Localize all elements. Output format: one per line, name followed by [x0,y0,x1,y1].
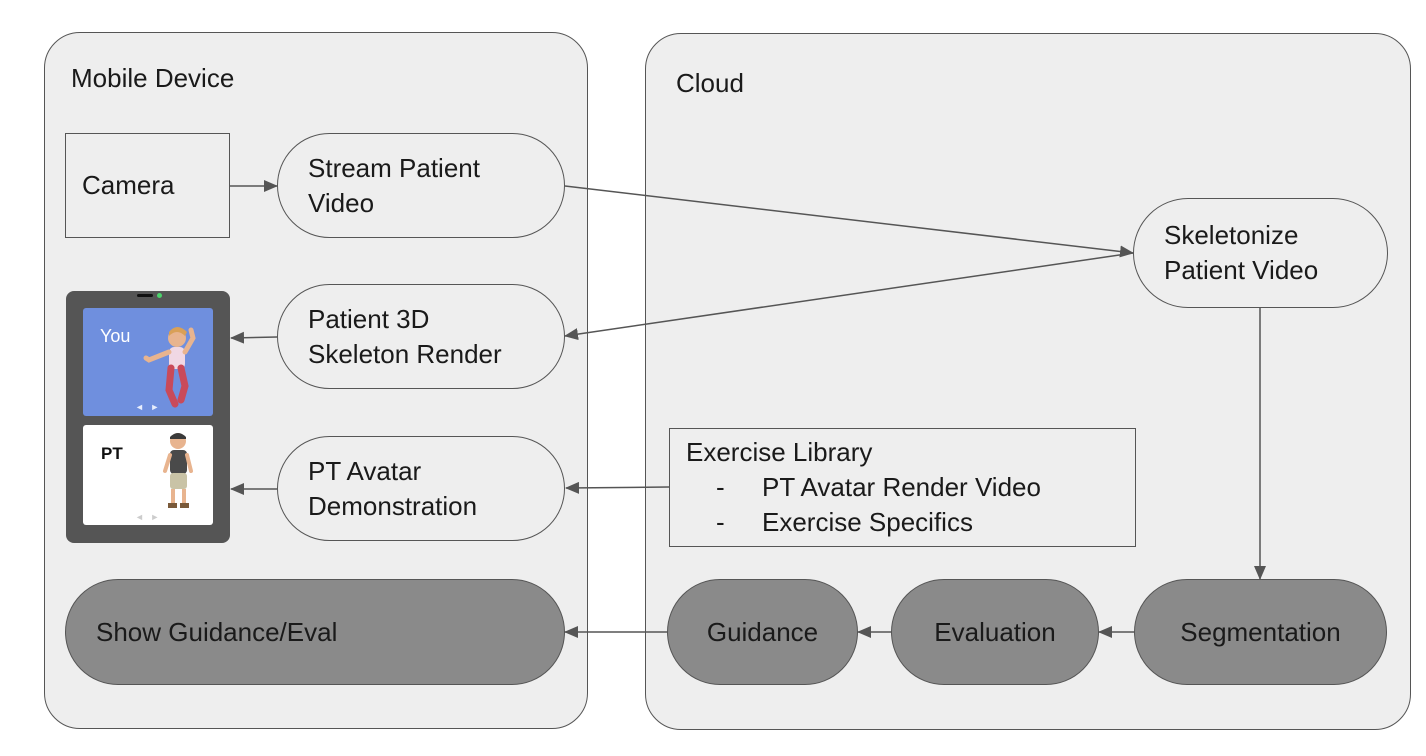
stream-label-line1: Stream Patient [308,152,480,183]
segmentation-node: Segmentation [1134,579,1387,685]
patient-3d-skeleton-render-node: Patient 3D Skeleton Render [277,284,565,389]
evaluation-label: Evaluation [934,616,1056,647]
camera-led-icon [157,293,162,298]
bullet-dash: - [716,507,725,537]
guidance-node: Guidance [667,579,858,685]
carousel-nav-icon: ◄ ► [135,512,162,522]
exercise-library-title: Exercise Library [686,437,873,467]
mobile-device-title: Mobile Device [71,63,235,93]
pt-avatar-figure-icon [163,433,193,508]
segmentation-label: Segmentation [1180,616,1341,647]
avatar-label-line2: Demonstration [308,490,478,521]
camera-node: Camera [65,133,230,238]
skeletonize-label-line1: Skeletonize [1164,220,1299,250]
patient-avatar-figure-icon [143,327,196,408]
exercise-library-item: - Exercise Specifics [686,505,1135,540]
exercise-library-node: Exercise Library - PT Avatar Render Vide… [669,428,1136,547]
avatar-label-line1: PT Avatar [308,455,422,486]
exercise-library-item-label: PT Avatar Render Video [762,472,1041,502]
exercise-library-item-label: Exercise Specifics [762,507,973,537]
stream-label-line2: Video [308,187,375,218]
arrow-stream-to-skeletonize [564,185,1134,258]
arrow-library-to-avatar [565,481,670,494]
pt-label: PT [101,444,123,463]
stream-patient-video-node: Stream Patient Video [277,133,565,238]
show-guidance-eval-node: Show Guidance/Eval [65,579,565,685]
camera-label: Camera [82,170,175,200]
patient-view-screen: You ◄ ► [83,308,213,416]
pt-avatar-demonstration-node: PT Avatar Demonstration [277,436,565,541]
pt-view-screen: PT ◄ ► [83,425,213,525]
cloud-title: Cloud [676,68,744,98]
arrow-render-to-device [230,331,278,344]
carousel-nav-icon: ◄ ► [135,402,162,412]
skeletonize-patient-video-node: Skeletonize Patient Video [1133,198,1388,308]
bullet-dash: - [716,472,725,502]
arrow-skeletonize-to-render [564,252,1134,341]
render-label-line1: Patient 3D [308,303,430,334]
show-guidance-label: Show Guidance/Eval [96,616,338,647]
render-label-line2: Skeleton Render [308,338,502,369]
you-label: You [100,326,131,346]
tablet-device: You ◄ ► PT ◄ ► [66,291,230,543]
guidance-label: Guidance [706,616,819,647]
exercise-library-item: - PT Avatar Render Video [686,470,1135,505]
evaluation-node: Evaluation [891,579,1099,685]
speaker-icon [137,294,153,297]
skeletonize-label-line2: Patient Video [1164,255,1319,285]
